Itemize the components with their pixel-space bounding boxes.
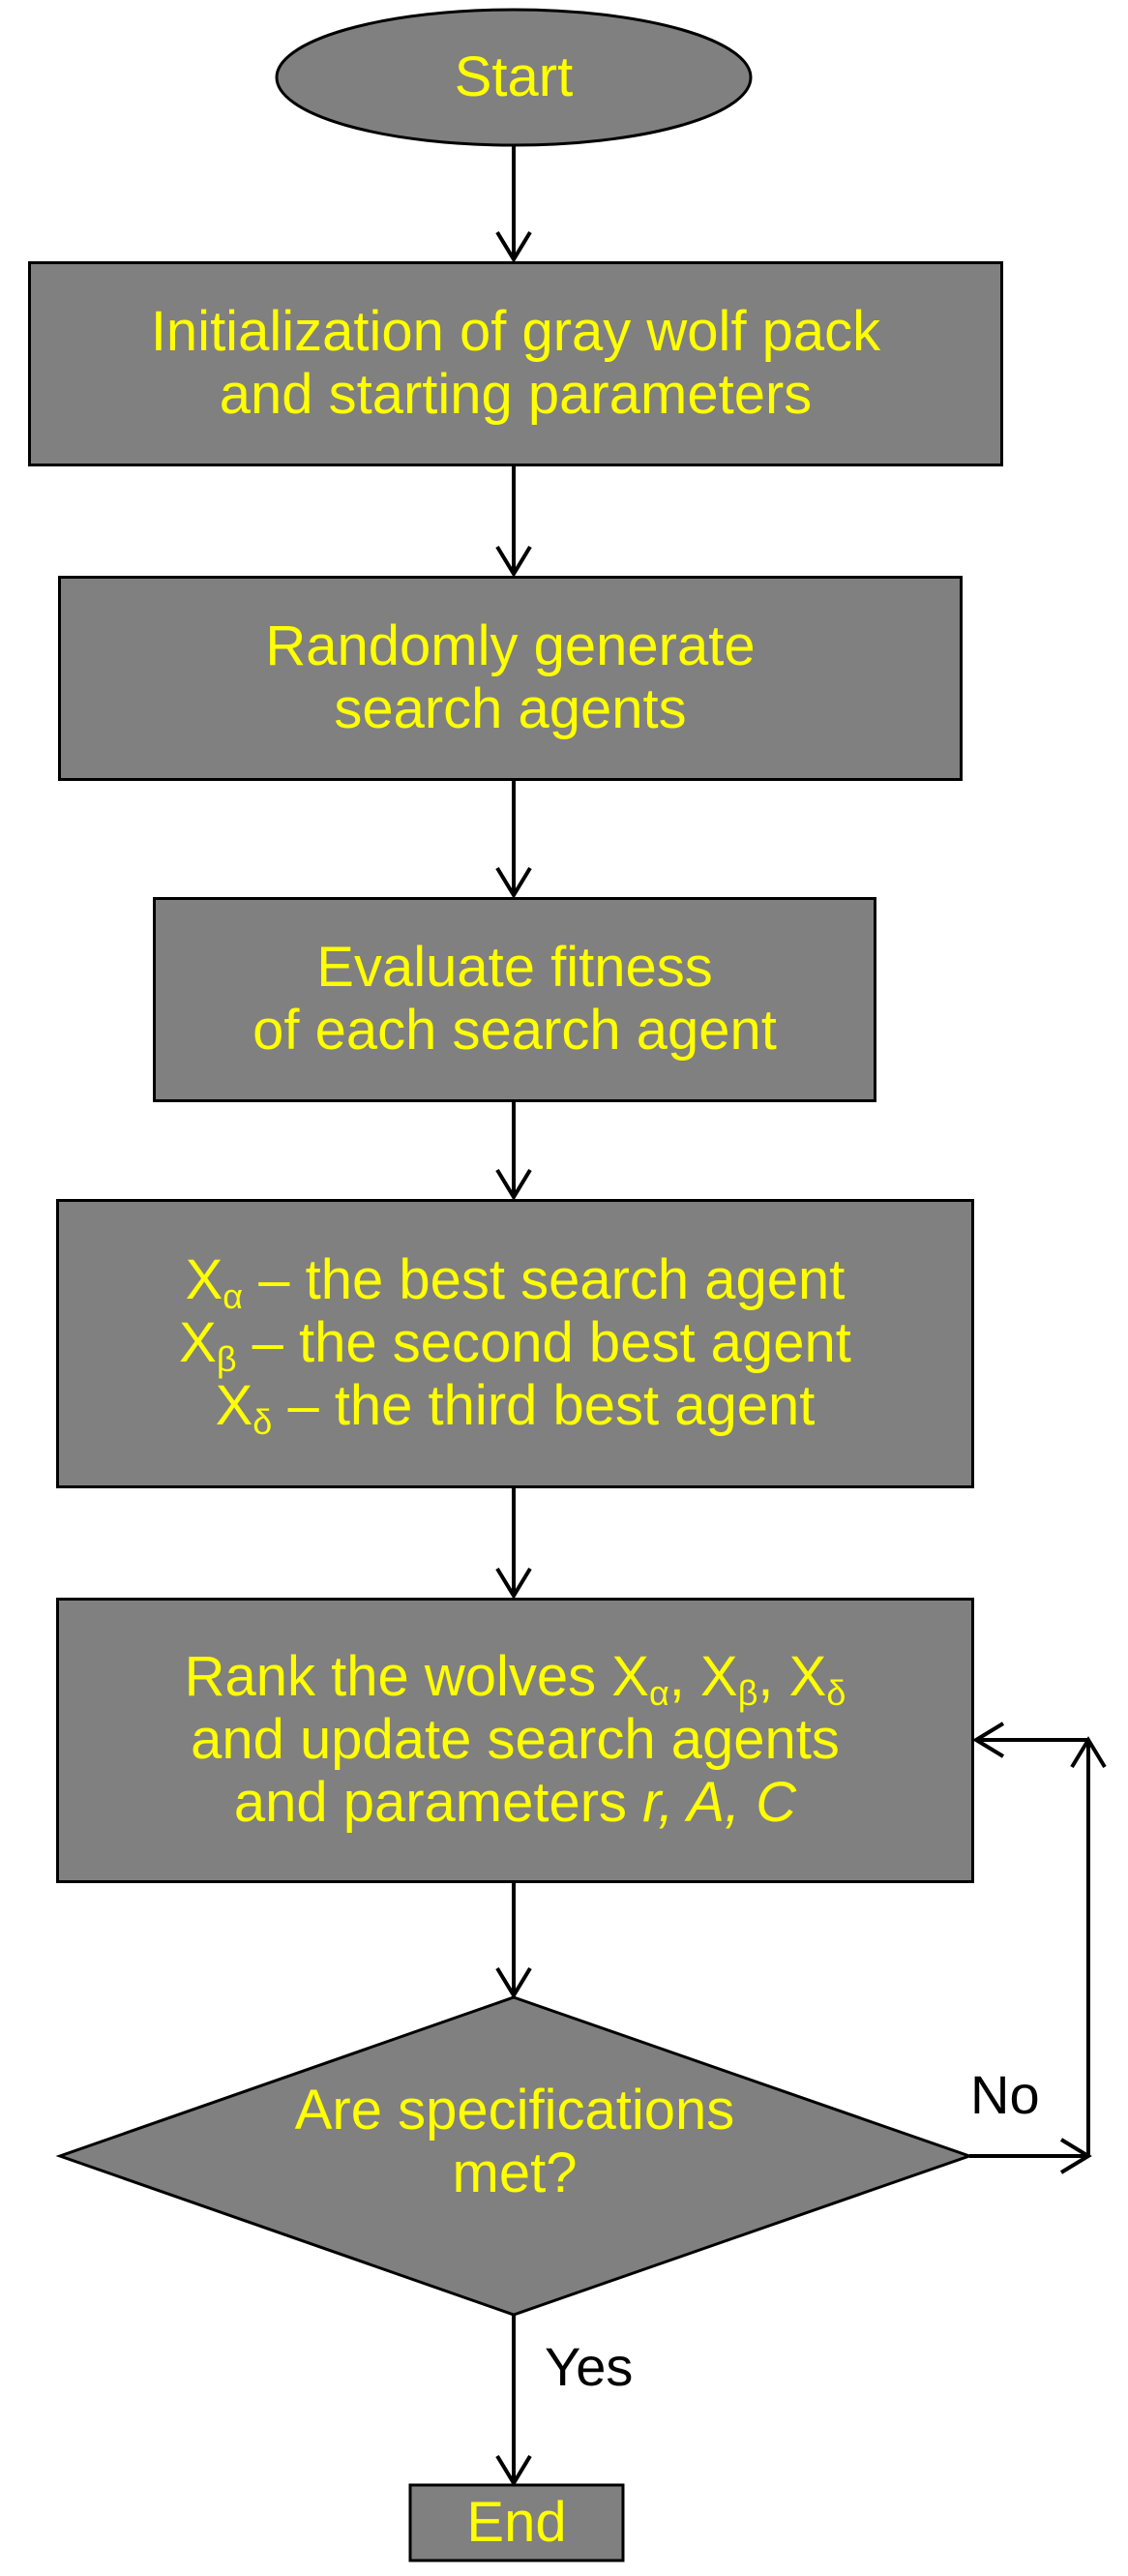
alpha-line: Xα – the best search agent [185, 1248, 846, 1313]
init-line1: Initialization of gray wolf pack [150, 300, 881, 364]
beta-text: – the second best agent [236, 1311, 851, 1375]
rank-x-beta: X [700, 1645, 738, 1709]
rank-node: Rank the wolves Xα, Xβ, Xδ and update se… [56, 1598, 974, 1883]
rank-line3: and parameters r, A, C [233, 1770, 797, 1835]
delta-line: Xδ – the third best agent [215, 1373, 816, 1439]
random-node: Randomly generate search agents [58, 576, 963, 781]
decision-node: Are specifications met? [60, 1997, 969, 2288]
arrowhead-hierarchy [495, 1168, 532, 1201]
arrowhead-end [495, 2454, 532, 2487]
edge-label-no: No [970, 2064, 1040, 2125]
init-line2: and starting parameters [219, 363, 813, 426]
alpha-sub: α [223, 1276, 244, 1317]
rank-sep-1: , [668, 1645, 700, 1709]
arrowhead-decision [495, 1966, 532, 1999]
arrowhead-no-left [972, 1722, 1005, 1758]
alpha-var: X [185, 1248, 223, 1312]
rank-line3-prefix: and parameters [233, 1770, 643, 1834]
rank-sub-beta: β [737, 1673, 758, 1714]
hierarchy-node: Xα – the best search agent Xβ – the seco… [56, 1199, 974, 1488]
start-node: Start [277, 0, 751, 155]
random-line2: search agents [334, 677, 687, 740]
rank-sub-delta: δ [826, 1673, 846, 1714]
decision-line1: Are specifications [294, 2079, 735, 2142]
evaluate-node: Evaluate fitness of each search agent [153, 897, 876, 1102]
alpha-text: – the best search agent [243, 1248, 846, 1312]
start-label: Start [454, 45, 574, 108]
rank-x-delta: X [788, 1645, 827, 1709]
random-line1: Randomly generate [265, 614, 756, 678]
arrowhead-random [495, 545, 532, 578]
edge-label-yes: Yes [545, 2336, 634, 2397]
rank-sep-2: , [757, 1645, 789, 1709]
rank-line2: and update search agents [191, 1708, 840, 1772]
beta-line: Xβ – the second best agent [179, 1311, 851, 1376]
arrowhead-rank [495, 1567, 532, 1600]
rank-x-alpha: X [611, 1645, 649, 1709]
delta-sub: δ [252, 1401, 273, 1442]
beta-sub: β [216, 1339, 237, 1380]
end-node: End [410, 2485, 623, 2561]
end-label: End [466, 2490, 567, 2554]
rank-sub-alpha: α [648, 1673, 669, 1714]
delta-text: – the third best agent [272, 1373, 816, 1437]
delta-var: X [215, 1373, 253, 1437]
evaluate-line2: of each search agent [252, 999, 777, 1062]
init-node: Initialization of gray wolf pack and sta… [28, 261, 1003, 466]
decision-line2: met? [452, 2142, 578, 2204]
arrowhead-evaluate [495, 866, 532, 899]
beta-var: X [179, 1311, 217, 1375]
rank-params: r, A, C [642, 1770, 797, 1834]
rank-line1: Rank the wolves Xα, Xβ, Xδ [184, 1645, 846, 1710]
rank-prefix: Rank the wolves [184, 1645, 612, 1709]
arrowhead-init [495, 230, 532, 263]
end-shape [408, 2483, 625, 2562]
evaluate-line1: Evaluate fitness [316, 936, 713, 1000]
